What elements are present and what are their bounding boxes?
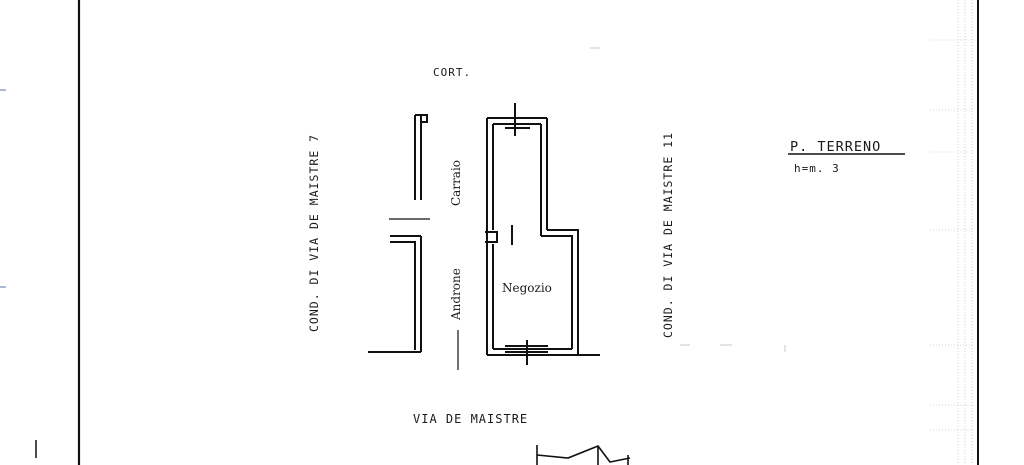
construction-marks [590,47,786,352]
label-cort: CORT. [433,66,471,79]
label-street: VIA DE MAISTRE [413,412,528,426]
passage-marks [389,218,459,370]
bottom-sketch [536,445,631,465]
margin-marks [0,89,6,288]
label-cond-left: COND. DI VIA DE MAISTRE 7 [307,134,321,332]
label-carraio: Carraio [449,160,463,206]
sheet-frame [35,0,979,465]
label-cond-right: COND. DI VIA DE MAISTRE 11 [661,132,675,338]
grid-strip [930,0,975,465]
label-negozio: Negozio [502,281,552,295]
title-floor: P. TERRENO [790,139,881,155]
label-androne: Androne [449,268,463,321]
title-height: h=m. 3 [794,162,840,175]
left-wall-pieces [368,114,428,353]
shop-walls [485,103,600,365]
